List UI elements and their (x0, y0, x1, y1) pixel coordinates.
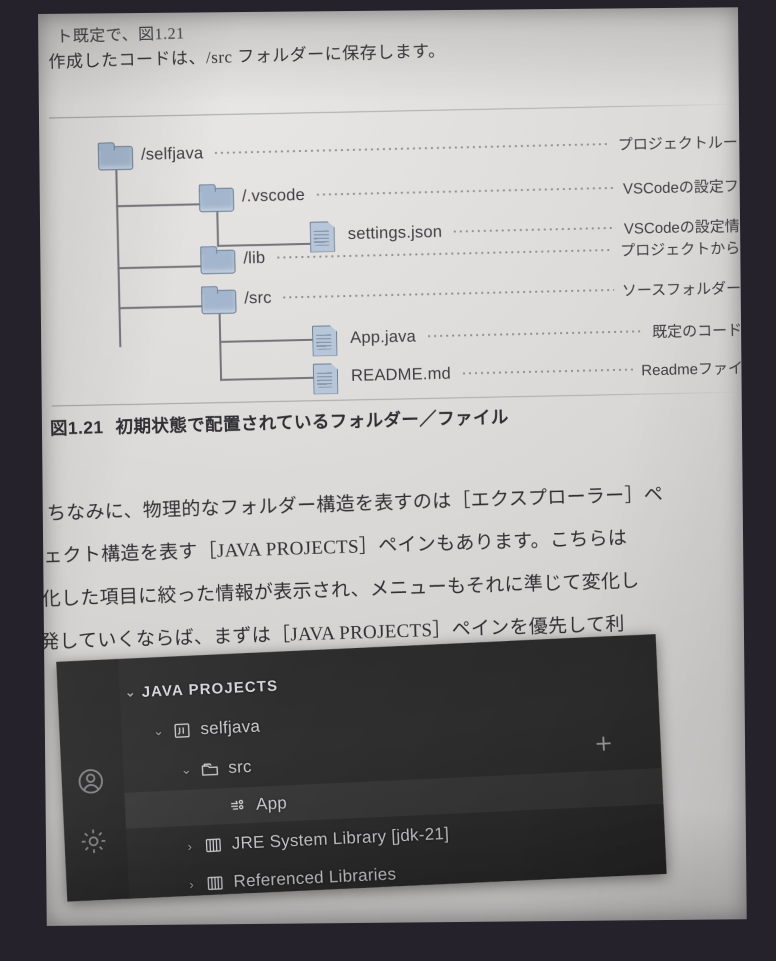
leader-dots (275, 246, 613, 261)
figure-caption: 図1.21 初期状態で配置されているフォルダー／ファイル (50, 404, 509, 441)
chevron-down-icon[interactable]: ⌄ (124, 684, 138, 700)
vscode-tree-item-label: JRE System Library [jdk-21] (231, 823, 450, 853)
vscode-tree-item-referenced-libraries[interactable]: › Referenced Libraries (128, 844, 667, 902)
folder-tree-figure: /selfjava プロジェクトルー /.vscode VSCodeの設定フ s… (97, 113, 743, 397)
file-icon (307, 325, 342, 353)
tree-item-description: プロジェクトから (620, 239, 741, 260)
leader-dots (425, 328, 645, 340)
vscode-tree-item-label: selfjava (200, 716, 261, 739)
tree-item-name: README.md (350, 364, 452, 385)
tree-item-name: /.vscode (241, 185, 306, 205)
vscode-tree-item-src[interactable]: ⌄ src (123, 730, 662, 791)
leader-dots (213, 141, 610, 157)
tree-item-description: Readmeファイ (641, 359, 744, 379)
tree-spacer (203, 806, 225, 807)
vscode-activity-bar (56, 658, 130, 902)
add-button[interactable] (588, 728, 619, 759)
body-text-line-2: ェクト構造を表す［JAVA PROJECTS］ペインもあります。こちらは (42, 528, 628, 568)
account-icon[interactable] (75, 766, 106, 797)
file-icon (308, 363, 343, 391)
tree-item-name: /lib (243, 248, 266, 267)
book-page: ト既定で、図1.21 作成したコードは、/src フォルダーに保存します。 /s (38, 7, 747, 926)
tree-item-description: VSCodeの設定フ (622, 177, 740, 198)
source-package-icon (197, 758, 222, 779)
leader-dots (460, 366, 634, 377)
figure-caption-number: 図1.21 (49, 417, 104, 439)
vscode-tree-item-label: Referenced Libraries (233, 864, 397, 891)
chevron-right-icon[interactable]: › (188, 876, 195, 892)
chevron-right-icon[interactable]: › (187, 838, 193, 854)
chevron-down-icon[interactable]: ⌄ (180, 761, 193, 778)
java-class-icon (225, 795, 250, 816)
figure-caption-text: 初期状態で配置されているフォルダー／ファイル (115, 406, 509, 437)
vscode-tree-item-jre-system-library[interactable]: › JRE System Library [jdk-21] (126, 806, 665, 867)
folder-icon (201, 285, 236, 313)
tree-connector-vertical-root (115, 161, 121, 348)
library-icon (202, 872, 227, 893)
vscode-tree-item-label: App (255, 793, 288, 814)
folder-icon (98, 141, 133, 169)
vscode-section-header-label: JAVA PROJECTS (141, 677, 279, 701)
tree-item-description: ソースフォルダー (621, 279, 742, 300)
library-icon (200, 834, 225, 855)
page-footer-ghost-text: …… (346, 910, 377, 926)
leader-dots (281, 286, 614, 301)
java-project-icon (169, 720, 194, 741)
vscode-tree-item-label: src (227, 756, 253, 778)
body-text-line-3: 化した項目に絞った情報が表示され、メニューもそれに準じて変化し (41, 570, 640, 611)
tree-item-name: /src (244, 288, 272, 307)
page-top-text-line-1: ト既定で、図1.21 (56, 25, 185, 47)
vscode-tree-item-app[interactable]: App (124, 767, 664, 829)
tree-item-name: /selfjava (140, 143, 204, 164)
folder-icon (200, 245, 235, 273)
tree-item-description: 既定のコード (651, 321, 743, 341)
tree-row: README.md Readmeファイ (308, 347, 744, 397)
vscode-tree-item-selfjava[interactable]: ⌄ selfjava (121, 690, 660, 751)
tree-item-description: プロジェクトルー (617, 133, 739, 154)
tree-item-name: App.java (349, 326, 417, 347)
chevron-down-icon[interactable]: ⌄ (152, 722, 165, 739)
body-text-line-1: ちなみに、物理的なフォルダー構造を表すのは［エクスプローラー］ペ (46, 484, 664, 525)
gear-icon[interactable] (78, 826, 109, 857)
vscode-java-projects-panel: ⌄ JAVA PROJECTS ⌄ (56, 634, 667, 902)
folder-icon (199, 183, 234, 211)
leader-dots (314, 184, 616, 198)
